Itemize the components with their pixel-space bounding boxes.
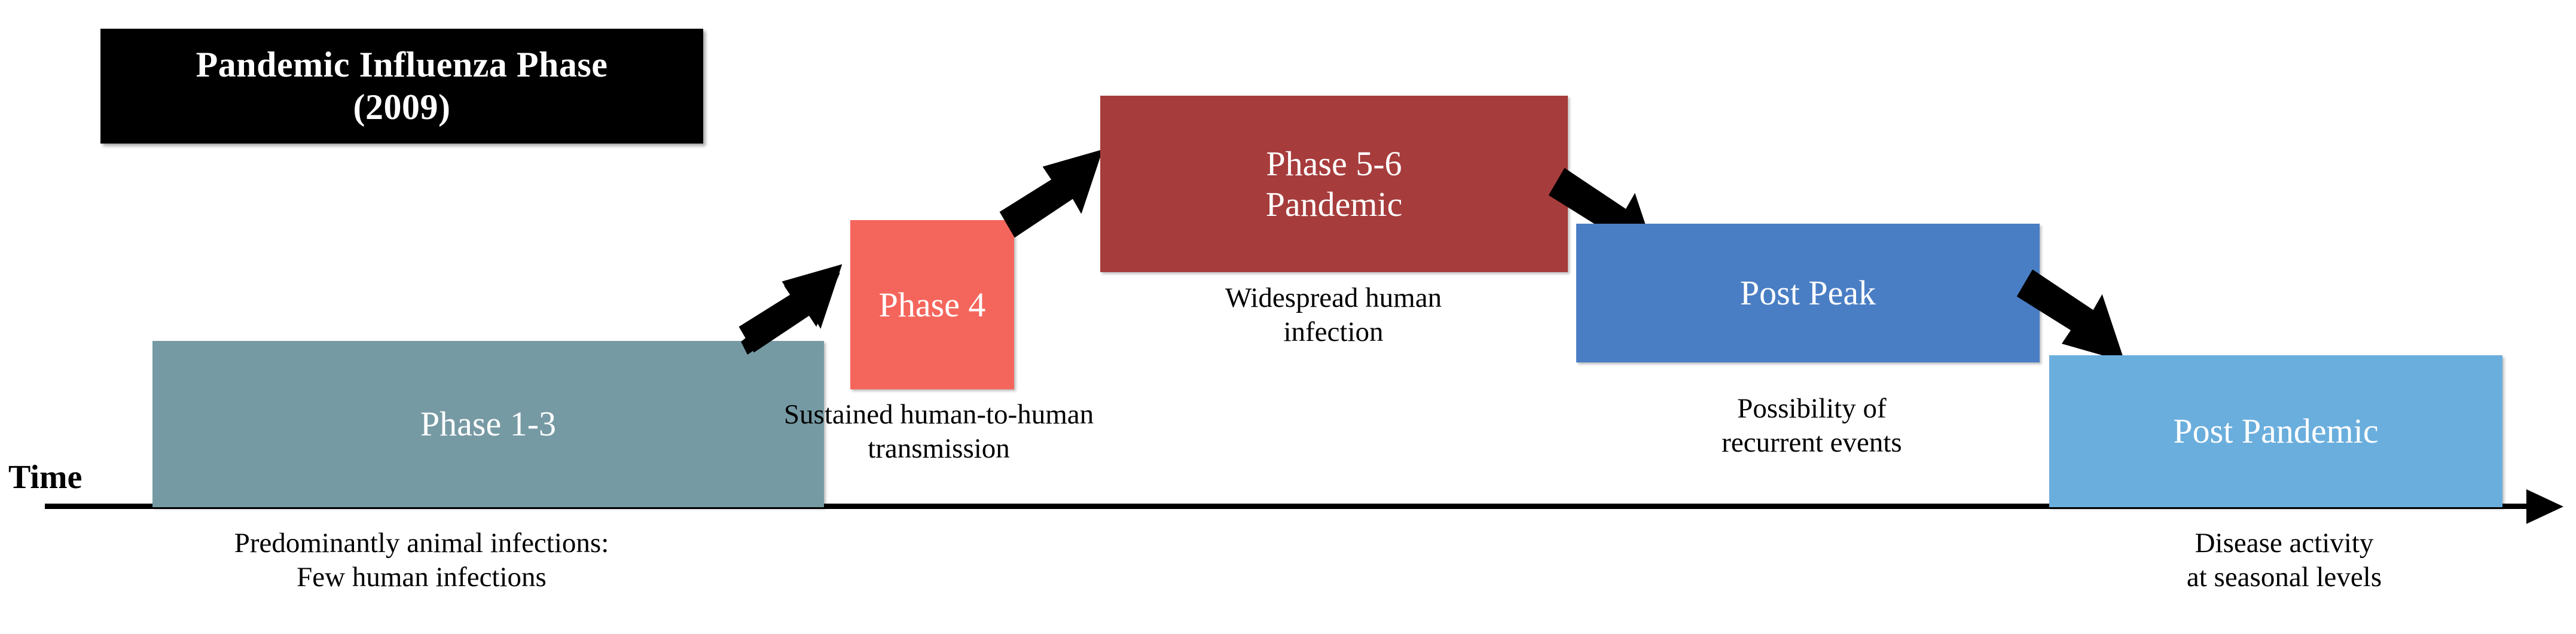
phase-box-phase-1-3[interactable]: Phase 1-3 [152,341,824,507]
phase-box-phase-4[interactable]: Phase 4 [850,220,1014,389]
phase-box-post-peak[interactable]: Post Peak [1576,224,2040,362]
phase-box-phase-5-6[interactable]: Phase 5-6 Pandemic [1100,96,1568,272]
phase-caption-phase-1-3: Predominantly animal infections: Few hum… [234,528,609,593]
phase-label-phase-1-3: Phase 1-3 [420,404,557,444]
phase-caption-phase-5-6: Widespread human infection [1225,282,1442,348]
phase-box-post-pandemic[interactable]: Post Pandemic [2049,355,2502,507]
phase-caption-phase-4: Sustained human-to-human transmission [783,399,1094,465]
phase-label-post-pandemic: Post Pandemic [2173,412,2379,451]
block-arrow-up-right-icon [997,142,1105,251]
phase-caption-post-peak: Possibility of recurrent events [1722,393,1902,459]
time-axis-label: Time [8,459,83,496]
arrow-right-icon [2526,489,2563,524]
time-axis-line [45,504,2532,509]
title-line-1: Pandemic Influenza Phase [196,45,608,85]
block-arrow-up-right-icon [737,257,844,366]
diagram-title-plate: Pandemic Influenza Phase (2009) [100,29,703,144]
phase-label-post-peak: Post Peak [1739,273,1876,313]
phase-caption-post-pandemic: Disease activity at seasonal levels [2186,528,2382,593]
phase-label-phase-5-6: Phase 5-6 Pandemic [1265,144,1403,224]
phase-label-phase-4: Phase 4 [878,285,986,324]
title-line-2: (2009) [353,87,451,127]
block-arrow-down-right-icon [2014,256,2128,368]
